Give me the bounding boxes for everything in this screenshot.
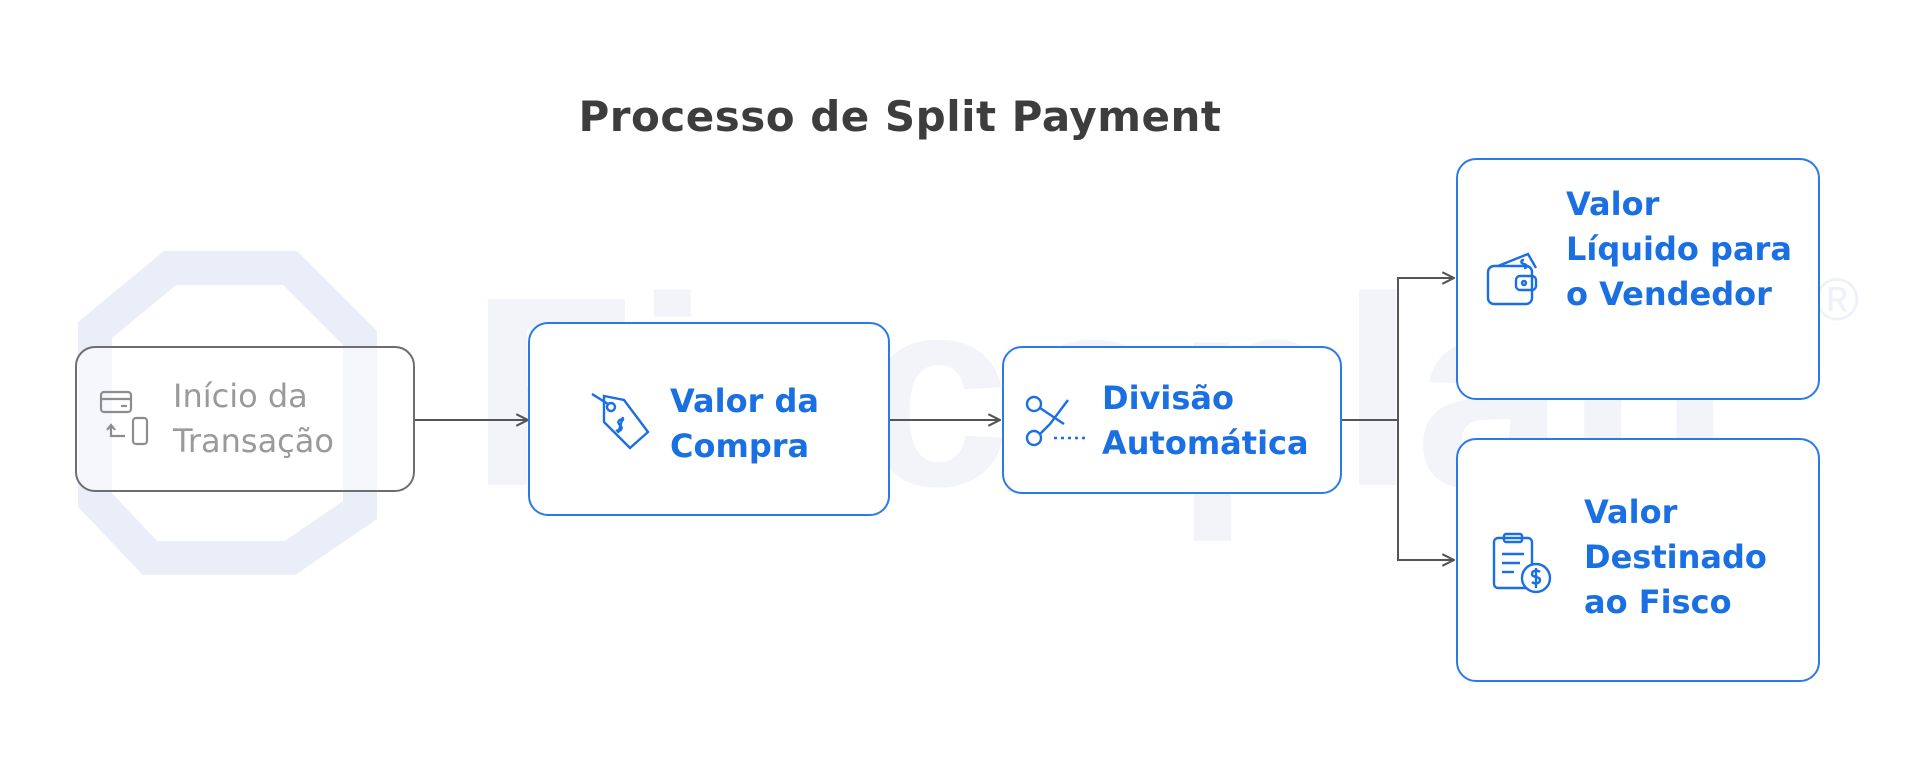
node-seller-net-value: Valor Líquido para o Vendedor	[1456, 158, 1820, 400]
card-phone-icon	[99, 390, 149, 446]
node-tax-destined-value: Valor Destinado ao Fisco	[1456, 438, 1820, 682]
node-seller-label-line1: Valor	[1566, 185, 1660, 223]
wallet-icon	[1486, 252, 1538, 306]
node-tax-label-line3: ao Fisco	[1584, 583, 1732, 621]
node-start-label-line2: Transação	[173, 422, 334, 460]
node-seller-label-line3: o Vendedor	[1566, 275, 1772, 313]
price-tag-icon	[591, 392, 650, 450]
node-purchase-label-line1: Valor da	[670, 382, 819, 420]
node-purchase-value: Valor da Compra	[528, 322, 890, 516]
node-tax-label-line1: Valor	[1584, 493, 1678, 531]
node-purchase-label-line2: Compra	[670, 427, 810, 465]
node-seller-label-line2: Líquido para	[1566, 230, 1792, 268]
node-start-label-line1: Início da	[173, 377, 308, 415]
tax-clipboard-icon	[1492, 532, 1552, 594]
diagram-title: Processo de Split Payment	[578, 92, 1222, 141]
node-split-label-line1: Divisão	[1102, 379, 1234, 417]
node-automatic-split: Divisão Automática	[1002, 346, 1342, 494]
node-split-label-line2: Automática	[1102, 424, 1309, 462]
arrow-split-to-seller	[1340, 278, 1454, 421]
arrow-split-to-tax	[1397, 420, 1454, 560]
node-start-transaction: Início da Transação	[75, 346, 415, 492]
node-tax-label-line2: Destinado	[1584, 538, 1767, 576]
scissors-icon	[1025, 395, 1086, 447]
